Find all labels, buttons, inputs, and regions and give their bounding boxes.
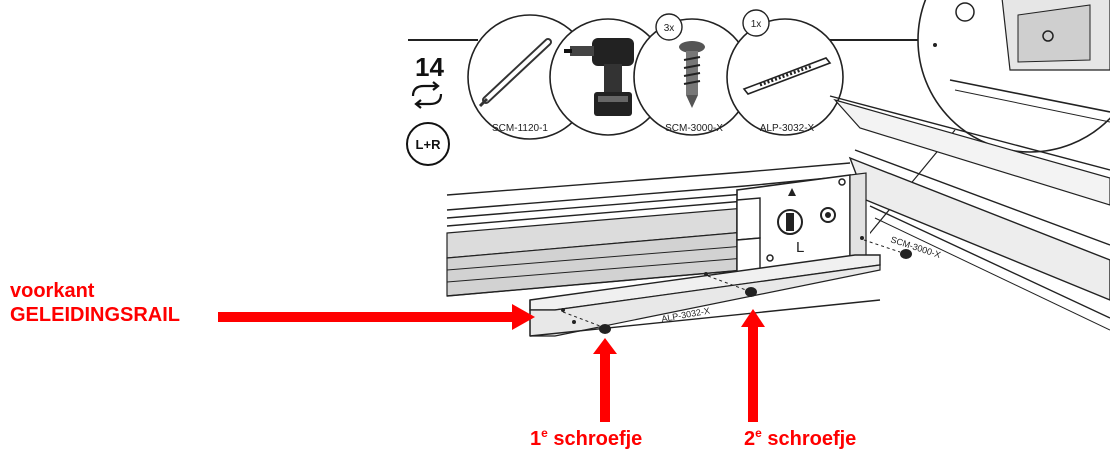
screw-2-label: 2e schroefje	[744, 421, 856, 451]
screw-1-suffix: e	[541, 426, 548, 440]
screw-3	[863, 239, 912, 259]
step-number: 14	[415, 52, 444, 82]
screw-1-label: 1e schroefje	[530, 421, 642, 451]
qty-badge-rail	[742, 9, 770, 37]
screw-icon	[679, 41, 705, 108]
tool-code-screw: SCM-3000-X	[665, 123, 723, 134]
arrow-screw-2	[741, 309, 765, 422]
step-header: 14 L+R	[406, 39, 930, 166]
front-rail-label-line2: GELEIDINGSRAIL	[10, 304, 181, 326]
qty-screw: 3x	[664, 23, 675, 34]
side-badge-label: L+R	[416, 137, 442, 152]
screw-2-number: 2	[744, 428, 756, 450]
cordless-drill-icon	[564, 38, 634, 116]
rail-drawing: L	[446, 95, 1110, 337]
tool-code-rail: ALP-3032-X	[760, 123, 815, 134]
qty-rail: 1x	[751, 19, 762, 30]
screw-1	[562, 311, 611, 334]
screw-1-word: schroefje	[553, 428, 643, 450]
screw-2-suffix: e	[755, 426, 762, 440]
detail-zoom-circle	[917, 0, 1110, 153]
tool-code-bit: SCM-1120-1	[492, 123, 548, 134]
screw-2	[707, 275, 757, 297]
screwdriver-bit-icon	[478, 38, 552, 108]
repeat-arrows-icon	[411, 81, 443, 109]
placed-screws	[562, 239, 912, 334]
side-badge	[406, 122, 450, 166]
arrow-front-rail	[218, 304, 535, 330]
tool-screw: 3x SCM-3000-X	[633, 13, 751, 136]
screw-callout-label: SCM-3000-X	[889, 234, 942, 260]
arrow-screw-1	[593, 338, 617, 422]
rail-part-icon	[742, 57, 832, 95]
lock-knob	[820, 207, 836, 223]
side-letter: L	[796, 239, 804, 256]
tool-drill	[549, 18, 667, 136]
screw-2-word: schroefje	[767, 428, 857, 450]
screw-1-number: 1	[530, 428, 542, 450]
front-rail-label-line1: voorkant	[10, 280, 95, 302]
screw-holes	[561, 236, 864, 324]
qty-badge-screw	[655, 13, 683, 41]
lock-cylinder	[777, 209, 803, 235]
front-rail-label: voorkant GELEIDINGSRAIL	[10, 279, 180, 327]
tool-rail-part: 1x ALP-3032-X	[726, 9, 844, 136]
